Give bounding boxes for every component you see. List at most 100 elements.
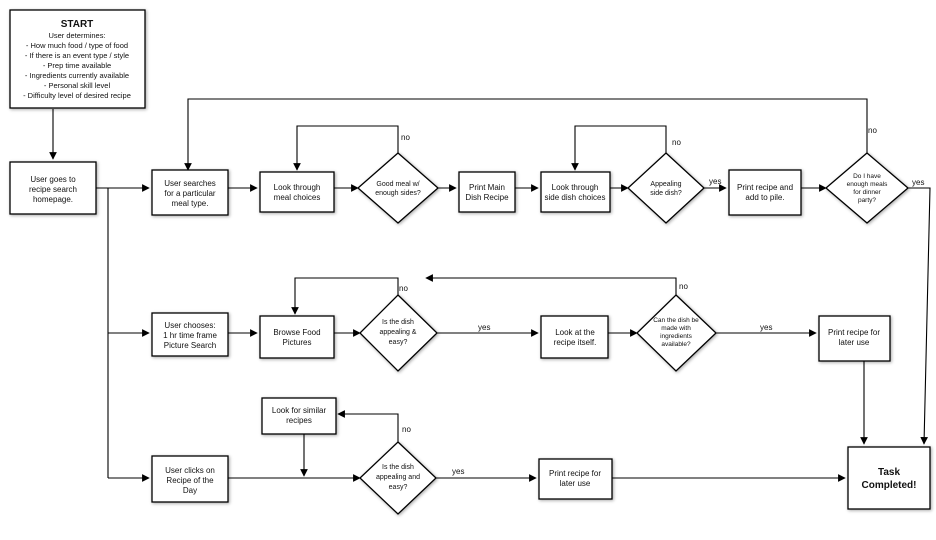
- node-text: enough meals: [847, 181, 889, 188]
- label-yes-appealing-easy-2: yes: [452, 467, 464, 476]
- node-text: side dish choices: [545, 193, 606, 202]
- node-text: for a particular: [164, 189, 215, 198]
- label-no-good-meal: no: [401, 133, 410, 142]
- node-text: enough sides?: [375, 190, 421, 197]
- edges: [49, 98, 931, 482]
- node-ingredients-decision: Can the dish be made with ingredients av…: [636, 294, 717, 372]
- node-text: later use: [560, 479, 591, 488]
- node-text: recipe itself.: [554, 338, 597, 347]
- node-text: Good meal w/: [376, 181, 419, 188]
- node-text: appealing and: [376, 474, 420, 481]
- node-text: side dish?: [650, 190, 682, 197]
- node-text: Task: [878, 467, 900, 478]
- node-text: for dinner: [853, 189, 881, 196]
- edge-appealing-side-no-loop: [571, 125, 667, 171]
- node-text: Look for similar: [272, 406, 327, 415]
- node-text: easy?: [389, 339, 408, 346]
- node-look-recipe: Look at the recipe itself.: [540, 315, 609, 359]
- start-line: User determines:: [48, 31, 105, 40]
- node-text: Completed!: [862, 480, 917, 491]
- node-appealing-side-decision: Appealing side dish?: [627, 152, 705, 224]
- node-text: recipes: [286, 416, 312, 425]
- edge-ingredients-no-loop: [425, 274, 677, 295]
- node-text: Day: [183, 486, 197, 495]
- node-text: Pictures: [283, 338, 312, 347]
- start-line: - Difficulty level of desired recipe: [23, 91, 131, 100]
- node-text: Picture Search: [164, 341, 216, 350]
- node-good-meal-decision: Good meal w/ enough sides?: [357, 152, 439, 224]
- node-text: party?: [858, 197, 876, 204]
- node-recipe-of-day: User clicks on Recipe of the Day: [151, 455, 229, 503]
- node-appealing-easy-1-decision: Is the dish appealing & easy?: [359, 294, 438, 372]
- start-title: START: [61, 19, 94, 30]
- node-text: add to pile.: [745, 193, 784, 202]
- start-line: - If there is an event type / style: [25, 51, 129, 60]
- node-print-later-1: Print recipe for later use: [818, 315, 891, 362]
- edge-labels: no no yes no yes no yes no yes no yes: [399, 126, 924, 476]
- label-no-appealing-easy-2: no: [402, 425, 411, 434]
- node-text: available?: [661, 341, 691, 348]
- edge-appealing-easy-2-no-loop: [337, 410, 399, 442]
- node-text: Recipe of the: [166, 476, 214, 485]
- node-text: later use: [839, 338, 870, 347]
- node-text: meal type.: [172, 199, 209, 208]
- node-text: homepage.: [33, 195, 73, 204]
- edge-enough-meals-no-loop: [184, 98, 868, 171]
- node-text: Is the dish: [382, 464, 414, 471]
- start-line: - Personal skill level: [44, 81, 111, 90]
- node-text: easy?: [389, 484, 408, 491]
- label-no-ingredients: no: [679, 282, 688, 291]
- node-print-pile: Print recipe and add to pile.: [728, 169, 802, 216]
- node-browse-food: Browse Food Pictures: [259, 315, 335, 359]
- label-yes-appealing-side: yes: [709, 177, 721, 186]
- node-appealing-easy-2-decision: Is the dish appealing and easy?: [359, 441, 437, 515]
- node-text: 1 hr time frame: [163, 331, 217, 340]
- node-text: Appealing: [650, 181, 681, 188]
- node-text: Print recipe for: [549, 469, 601, 478]
- node-text: Dish Recipe: [465, 193, 509, 202]
- edge-enough-meals-yes: [908, 187, 931, 445]
- node-text: meal choices: [274, 193, 321, 202]
- node-text: Print Main: [469, 183, 505, 192]
- label-no-enough-meals: no: [868, 126, 877, 135]
- node-text: ingredients: [660, 333, 693, 340]
- label-yes-ingredients: yes: [760, 323, 772, 332]
- edge-good-meal-no-loop: [293, 125, 399, 171]
- label-yes-enough-meals: yes: [912, 178, 924, 187]
- start-line: - Ingredients currently available: [25, 71, 129, 80]
- node-text: Can the dish be: [653, 317, 699, 324]
- node-look-side: Look through side dish choices: [540, 171, 611, 213]
- edge-appealing-easy-1-no-loop: [291, 277, 399, 315]
- node-text: User chooses:: [164, 321, 215, 330]
- node-enough-meals-decision: Do I have enough meals for dinner party?: [824, 152, 910, 224]
- node-text: User goes to: [30, 175, 76, 184]
- node-text: Browse Food: [273, 328, 320, 337]
- node-text: made with: [661, 325, 691, 332]
- node-text: Print recipe and: [737, 183, 793, 192]
- node-text: Print recipe for: [828, 328, 880, 337]
- node-text: Look at the: [555, 328, 595, 337]
- label-yes-appealing-easy-1: yes: [478, 323, 490, 332]
- node-print-main: Print Main Dish Recipe: [458, 171, 516, 213]
- node-text: recipe search: [29, 185, 77, 194]
- label-no-appealing-side: no: [672, 138, 681, 147]
- node-similar-recipes: Look for similar recipes: [261, 397, 337, 435]
- node-choose-picture: User chooses: 1 hr time frame Picture Se…: [151, 312, 229, 357]
- node-text: Look through: [552, 183, 599, 192]
- node-text: Do I have: [853, 173, 881, 180]
- node-text: User searches: [164, 179, 216, 188]
- node-search-meal: User searches for a particular meal type…: [151, 169, 229, 216]
- node-text: User clicks on: [165, 466, 215, 475]
- start-line: - Prep time available: [43, 61, 111, 70]
- start-line: - How much food / type of food: [26, 41, 128, 50]
- node-look-meal: Look through meal choices: [259, 171, 335, 213]
- label-no-appealing-easy-1: no: [399, 284, 408, 293]
- node-print-later-2: Print recipe for later use: [538, 458, 613, 500]
- node-text: Is the dish: [382, 319, 414, 326]
- node-homepage: User goes to recipe search homepage.: [9, 161, 97, 215]
- node-task-completed: Task Completed!: [847, 446, 931, 510]
- start-node: START User determines: - How much food /…: [9, 9, 146, 109]
- node-text: appealing &: [380, 329, 417, 336]
- node-text: Look through: [274, 183, 321, 192]
